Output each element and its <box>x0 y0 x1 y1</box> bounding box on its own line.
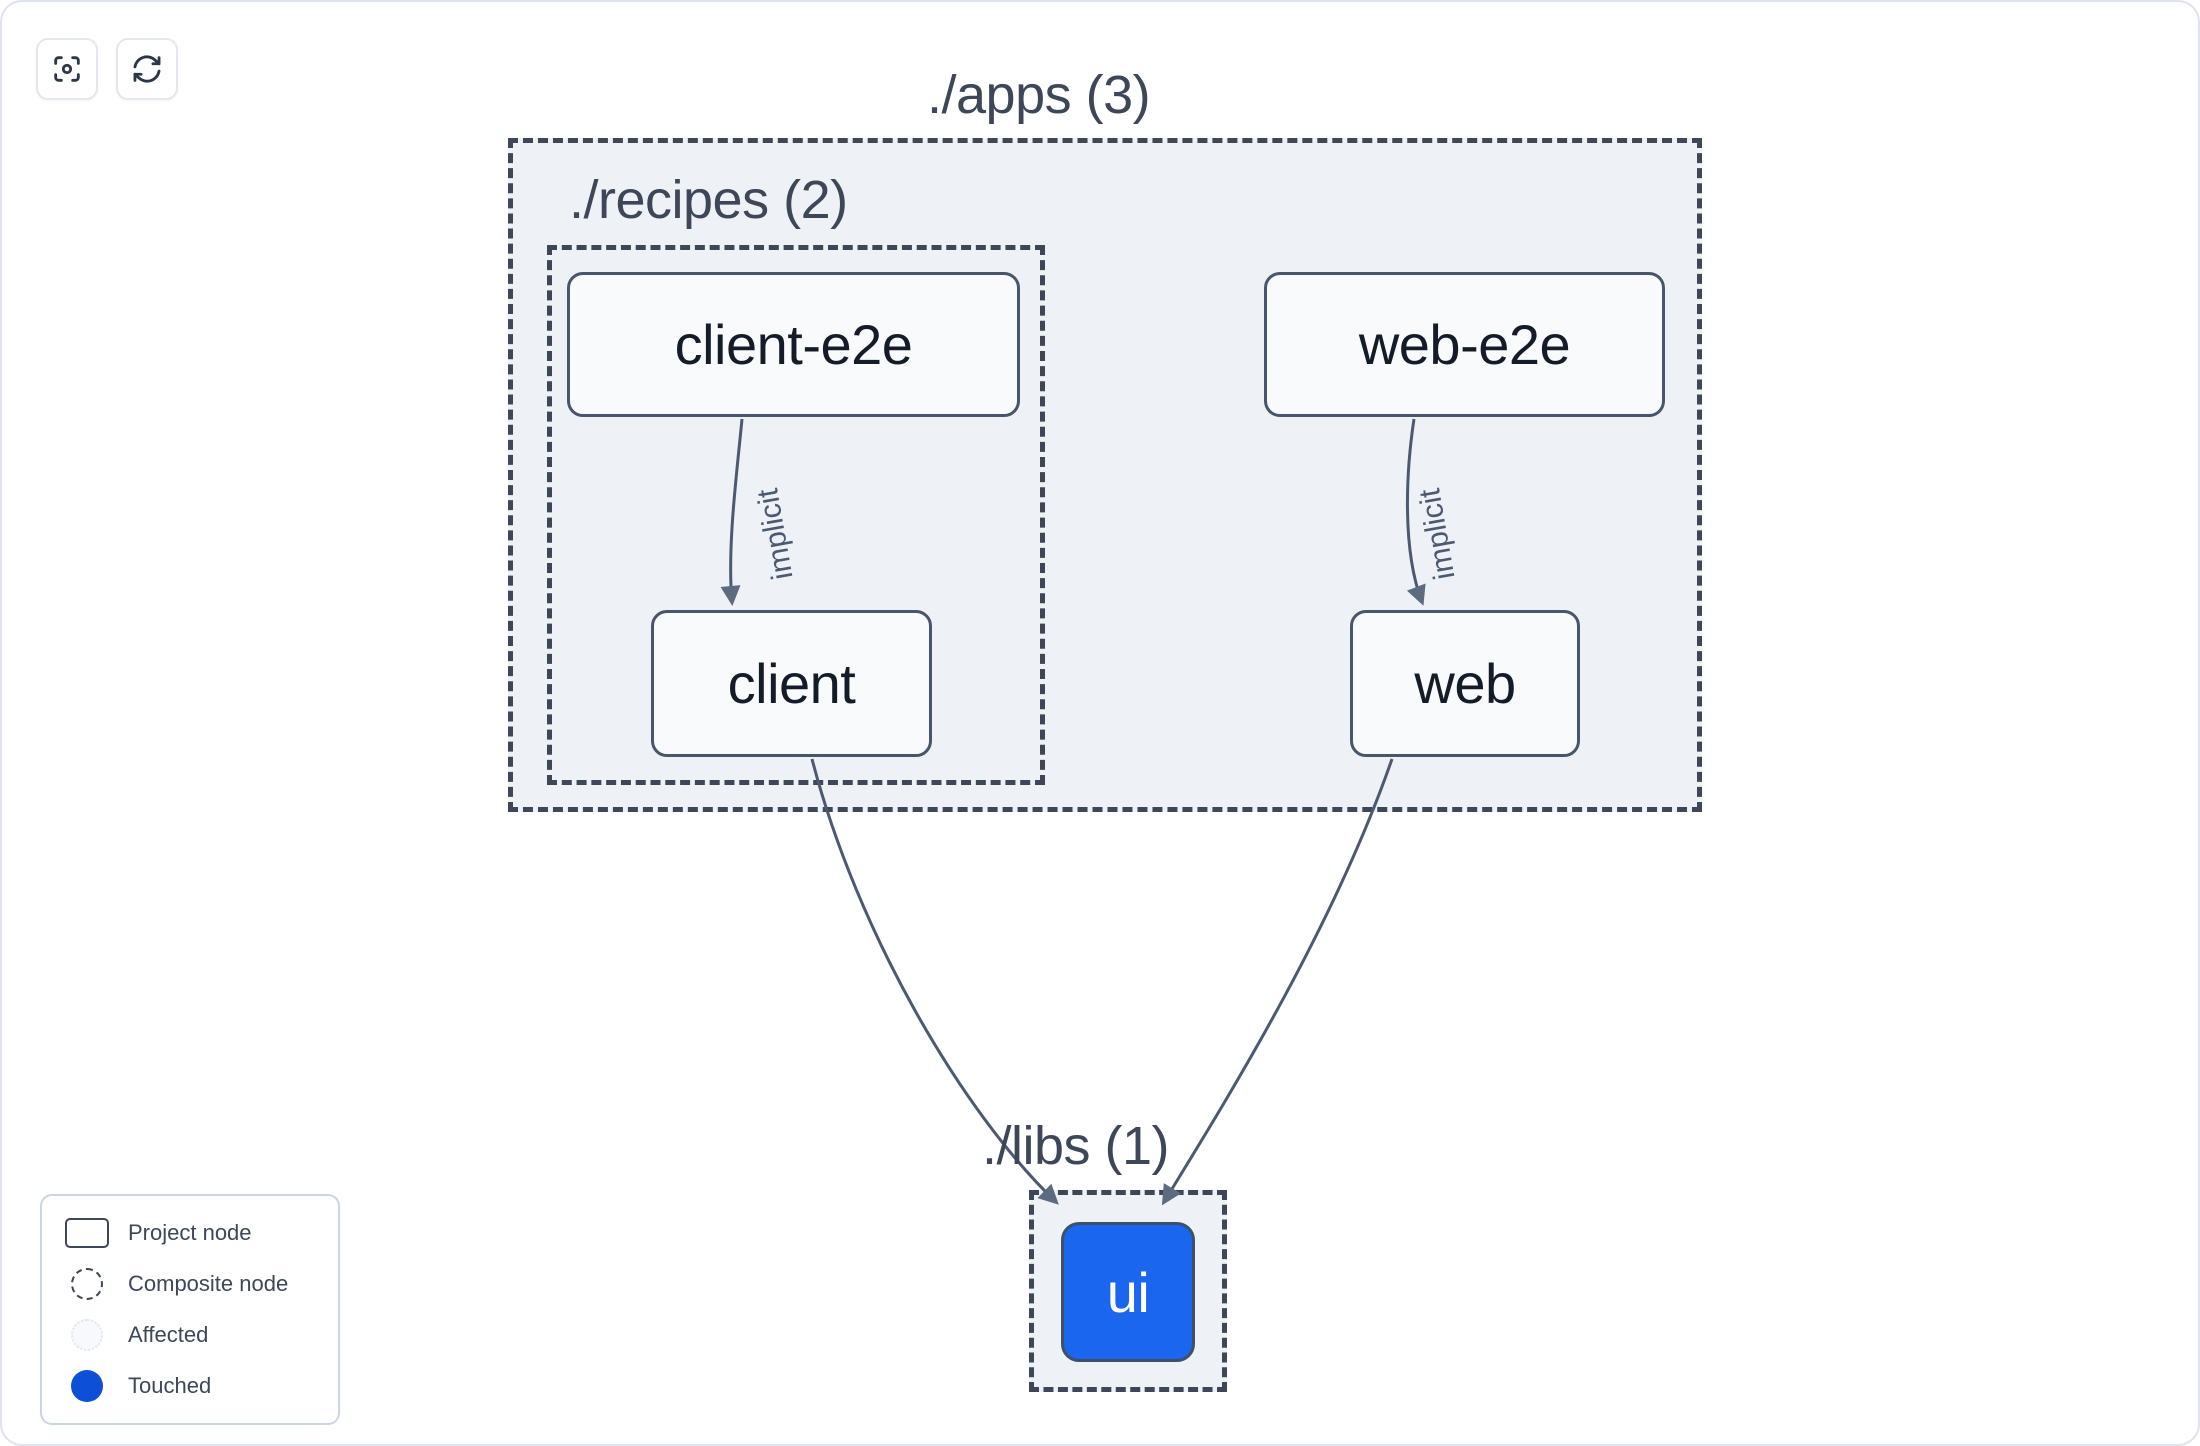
refresh-graph-button[interactable] <box>116 38 178 100</box>
project-node-web[interactable]: web <box>1350 610 1580 757</box>
focus-graph-button[interactable] <box>36 38 98 100</box>
group-label-libs: ./libs (1) <box>982 1116 1170 1176</box>
legend-item-affected: Affected <box>64 1318 316 1352</box>
project-node-swatch <box>64 1216 110 1250</box>
affected-swatch <box>64 1318 110 1352</box>
refresh-sync-icon <box>130 52 164 86</box>
legend-label-project-node: Project node <box>128 1220 252 1245</box>
legend-label-composite-node: Composite node <box>128 1271 289 1296</box>
legend-label-touched: Touched <box>128 1373 212 1398</box>
focus-target-icon <box>50 52 84 86</box>
graph-toolbar <box>36 38 178 100</box>
legend-item-project-node: Project node <box>64 1216 316 1250</box>
edge-web-to-ui <box>1161 758 1394 1206</box>
graph-legend: Project node Composite node Affected Tou… <box>40 1194 340 1425</box>
project-node-ui[interactable]: ui <box>1061 1222 1195 1362</box>
project-node-client-e2e[interactable]: client-e2e <box>567 272 1020 417</box>
project-node-web-e2e[interactable]: web-e2e <box>1264 272 1665 417</box>
composite-node-swatch <box>64 1267 110 1301</box>
group-label-apps: ./apps (3) <box>927 65 1151 125</box>
group-label-recipes: ./recipes (2) <box>569 170 848 230</box>
legend-item-touched: Touched <box>64 1369 316 1403</box>
touched-swatch <box>64 1369 110 1403</box>
legend-item-composite-node: Composite node <box>64 1267 316 1301</box>
legend-label-affected: Affected <box>128 1322 209 1347</box>
project-node-client[interactable]: client <box>651 610 932 757</box>
